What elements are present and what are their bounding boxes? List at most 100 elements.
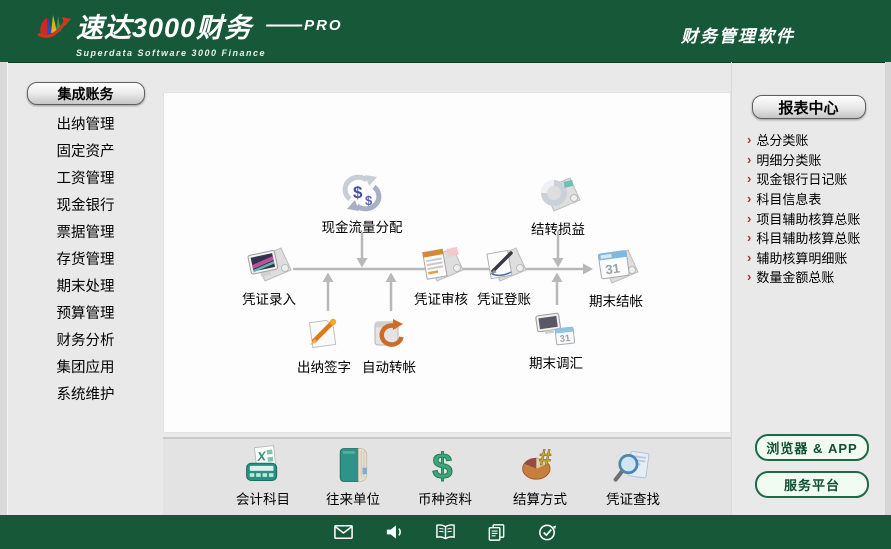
help-book-icon[interactable]	[435, 522, 456, 542]
auto-transfer-icon	[374, 319, 404, 347]
report-item-aux-detail-ledger[interactable]: ›辅助核算明细账	[747, 249, 848, 266]
flow-node-label: 凭证登账	[477, 292, 531, 307]
shortcut-account-subjects[interactable]: X 会计科目	[217, 444, 309, 508]
chevron-right-icon: ›	[747, 249, 752, 265]
flow-node-label: 现金流量分配	[321, 220, 403, 235]
currency-info-icon: $	[432, 445, 453, 486]
flow-node-cash-flow[interactable]: $ $ 现金流量分配	[307, 171, 417, 236]
sidebar-item-analysis[interactable]: 财务分析	[56, 333, 115, 349]
header: 速达3000财务 —— PRO Superdata Software 3000 …	[0, 0, 891, 63]
logo-dash: ——	[266, 14, 302, 36]
shortcut-label: 会计科目	[236, 492, 290, 507]
header-tagline: 财务管理软件	[681, 27, 795, 46]
sidebar-item-cashier[interactable]: 出纳管理	[56, 117, 115, 133]
flow-node-period-end-closing[interactable]: 31 期末结帐	[561, 245, 671, 310]
report-item-project-aux-ledger[interactable]: ›项目辅助核算总账	[747, 210, 861, 227]
flow-node-auto-transfer[interactable]: 自动转帐	[334, 311, 444, 376]
chevron-right-icon: ›	[747, 151, 752, 167]
shortcut-business-partners[interactable]: 往来单位	[307, 444, 399, 508]
settlement-method-icon: #	[522, 445, 552, 480]
report-center-button[interactable]: 报表中心	[751, 95, 866, 119]
left-sidebar: 集成账务 出纳管理 固定资产 工资管理 现金银行 票据管理 存货管理 期末处理 …	[8, 62, 163, 515]
flow-node-label: 期末结帐	[589, 294, 643, 309]
chevron-right-icon: ›	[747, 230, 752, 246]
svg-text:#: #	[539, 445, 551, 470]
service-platform-button[interactable]: 服务平台	[755, 471, 869, 498]
flow-node-label: 自动转帐	[362, 360, 416, 375]
svg-text:$: $	[432, 446, 452, 486]
report-item-subject-aux-ledger[interactable]: ›科目辅助核算总账	[747, 230, 861, 247]
browser-app-button[interactable]: 浏览器 & APP	[755, 434, 869, 461]
chevron-right-icon: ›	[747, 171, 752, 187]
sidebar-item-group-app[interactable]: 集团应用	[56, 360, 115, 376]
sidebar-item-integrated-accounting-button[interactable]: 集成账务	[26, 82, 145, 105]
report-item-quantity-amount-ledger[interactable]: ›数量金额总账	[747, 269, 835, 286]
flow-node-period-end-adjust[interactable]: 31 期末调汇	[501, 307, 611, 372]
business-partners-icon	[339, 448, 368, 482]
chevron-right-icon: ›	[747, 210, 752, 226]
report-center-panel: 报表中心 ›总分类账 ›明细分类账 ›现金银行日记账 ›科目信息表 ›项目辅助核…	[731, 62, 885, 515]
chevron-right-icon: ›	[747, 269, 752, 285]
logo-icon	[37, 15, 71, 38]
flowchart-canvas: $ $ 现金流量分配 结转损益	[163, 92, 731, 433]
shortcut-label: 结算方式	[513, 492, 567, 507]
flow-node-cashier-sign[interactable]: 出纳签字	[269, 311, 379, 376]
shortcut-voucher-search[interactable]: 凭证查找	[587, 444, 679, 508]
cashier-sign-icon	[308, 318, 337, 349]
shortcut-bar: X 会计科目 往来单位	[163, 437, 731, 517]
shortcut-label: 凭证查找	[606, 492, 660, 507]
report-item-subsidiary-ledger[interactable]: ›明细分类账	[747, 151, 822, 168]
mail-icon[interactable]	[333, 522, 354, 542]
bottom-bar	[0, 515, 891, 549]
svg-text:31: 31	[559, 333, 571, 345]
logo-subtitle: Superdata Software 3000 Finance	[76, 48, 267, 58]
flow-node-voucher-review[interactable]: 凭证审核	[386, 243, 496, 308]
flow-node-carry-forward[interactable]: 结转损益	[503, 173, 613, 238]
flow-node-label: 凭证审核	[414, 292, 468, 307]
cash-flow-icon: $ $	[342, 174, 382, 212]
sidebar-item-budget[interactable]: 预算管理	[56, 306, 115, 322]
voucher-search-icon	[613, 450, 650, 482]
sidebar-item-notes[interactable]: 票据管理	[56, 225, 115, 241]
svg-text:X: X	[255, 448, 268, 464]
flow-node-label: 期末调汇	[529, 356, 583, 371]
logo: 速达3000财务 —— PRO Superdata Software 3000 …	[34, 6, 343, 58]
left-edge-strip	[0, 62, 8, 515]
flow-node-label: 凭证录入	[242, 292, 296, 307]
carry-forward-icon	[541, 173, 582, 217]
shortcut-label: 币种资料	[418, 492, 472, 507]
flow-node-label: 结转损益	[531, 222, 585, 237]
svg-text:$: $	[365, 193, 373, 208]
chevron-right-icon: ›	[747, 191, 752, 207]
flow-node-voucher-posting[interactable]: 凭证登账	[449, 243, 559, 308]
flow-node-label: 出纳签字	[297, 360, 351, 375]
sidebar-item-period-end[interactable]: 期末处理	[56, 279, 115, 295]
right-edge-strip	[885, 62, 891, 515]
shortcut-settlement-method[interactable]: # 结算方式	[494, 444, 586, 508]
sidebar-item-inventory[interactable]: 存货管理	[56, 252, 115, 268]
report-item-cash-bank-journal[interactable]: ›现金银行日记账	[747, 171, 848, 188]
period-end-adjust-icon: 31	[535, 312, 576, 346]
report-item-subject-info[interactable]: ›科目信息表	[747, 191, 822, 208]
sidebar-item-fixed-assets[interactable]: 固定资产	[56, 144, 115, 160]
chevron-right-icon: ›	[747, 132, 752, 148]
svg-text:31: 31	[604, 260, 620, 277]
period-end-closing-icon: 31	[597, 245, 640, 289]
logo-title: 速达3000财务	[76, 13, 253, 43]
account-subjects-icon: X	[246, 445, 278, 481]
sidebar-item-cash-bank[interactable]: 现金银行	[56, 198, 115, 214]
voucher-review-icon	[422, 246, 465, 287]
flow-node-voucher-entry[interactable]: 凭证录入	[214, 243, 324, 308]
svg-text:$: $	[353, 183, 363, 202]
voucher-posting-icon	[486, 243, 528, 287]
task-check-icon[interactable]	[537, 522, 558, 542]
report-item-general-ledger[interactable]: ›总分类账	[747, 132, 809, 149]
copy-icon[interactable]	[486, 522, 507, 542]
shortcut-label: 往来单位	[326, 492, 380, 507]
logo-pro-label: PRO	[304, 17, 343, 34]
sound-icon[interactable]	[384, 522, 405, 542]
sidebar-item-system[interactable]: 系统维护	[56, 387, 115, 403]
sidebar-item-payroll[interactable]: 工资管理	[56, 171, 115, 187]
shortcut-currency-info[interactable]: $ 币种资料	[399, 444, 491, 508]
